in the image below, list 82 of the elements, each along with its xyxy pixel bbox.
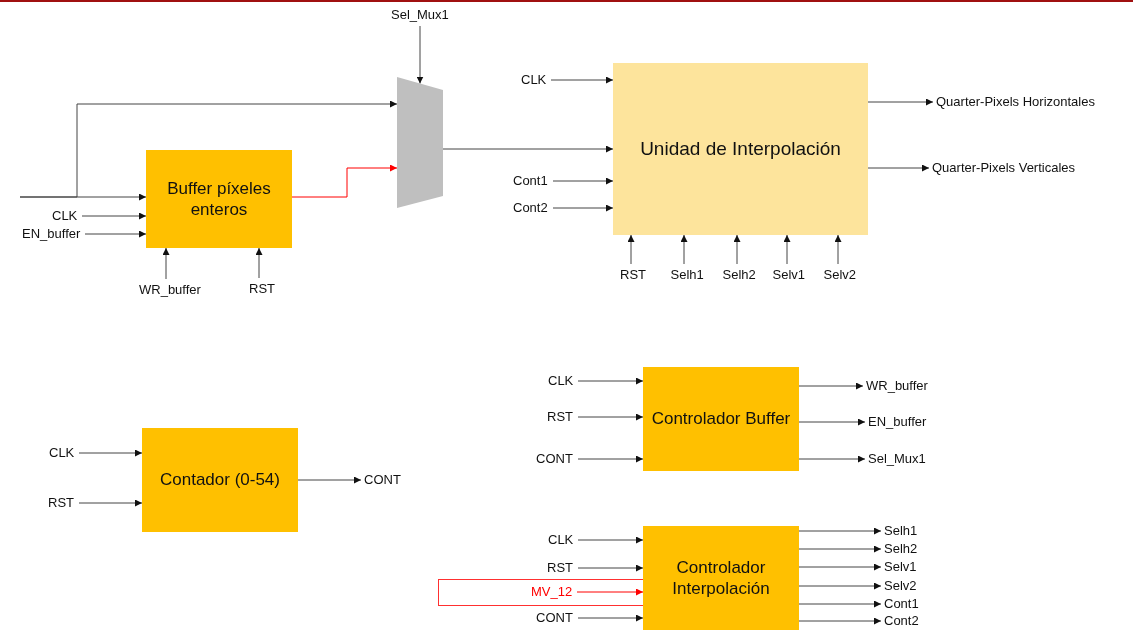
signal-arrow [834,234,842,265]
signal-label: EN_buffer [868,414,927,430]
signal-arrow [577,377,644,385]
signal-arrow [442,145,614,153]
signal-arrow [867,164,930,172]
signal-arrow [78,499,143,507]
signal-label: Quarter-Pixels Verticales [932,160,1076,176]
signal-label: Selv1 [772,267,806,283]
block-title: Controlador Interpolación [671,556,771,600]
signal-arrow [798,545,882,553]
signal-label: CLK [49,445,75,461]
signal-label: Cont1 [884,596,919,612]
signal-label: MV_12 [531,584,573,600]
signal-arrow [416,25,424,84]
signal-arrow [680,234,688,265]
signal-arrow [867,98,934,106]
signal-label: WR_buffer [139,282,201,298]
block-title: Buffer píxeles enteros [166,177,272,221]
signal-label: Sel_Mux1 [391,7,449,23]
signal-label: Sel_Mux1 [868,451,926,467]
signal-label: CONT [536,451,573,467]
signal-label: WR_buffer [866,378,928,394]
signal-arrow [627,234,635,265]
signal-arrow [255,247,263,279]
signal-arrow [550,76,614,84]
signal-label: Cont2 [513,200,548,216]
block-title: Unidad de Interpolación [639,137,842,161]
signal-arrow [19,100,398,198]
signal-arrow [733,234,741,265]
signal-label: Selh2 [884,541,918,557]
signal-label: RST [620,267,646,283]
signal-arrow [798,455,866,463]
signal-label: RST [249,281,275,297]
signal-arrow [798,418,866,426]
signal-label: CLK [521,72,547,88]
signal-label: Selv1 [884,559,917,575]
signal-label: CLK [52,208,78,224]
block-title: Contador (0-54) [159,469,281,491]
signal-arrow [78,449,143,457]
signal-label: RST [48,495,74,511]
signal-arrow [162,247,170,280]
signal-arrow [798,582,882,590]
signal-label: CONT [536,610,573,626]
signal-label: Quarter-Pixels Horizontales [936,94,1095,110]
signal-label: CLK [548,532,574,548]
signal-label: Selv2 [884,578,917,594]
signal-label: Selh1 [670,267,704,283]
signal-arrow [798,617,882,625]
process-block [142,428,298,532]
signal-label: Selv2 [823,267,857,283]
signal-arrow [798,600,882,608]
signal-arrow [577,614,644,622]
signal-label: CLK [548,373,574,389]
signal-label: Selh2 [722,267,756,283]
signal-arrow [576,588,644,596]
signal-arrow [577,564,644,572]
process-block [643,526,799,630]
multiplexer-shape [397,77,443,208]
signal-label: RST [547,560,573,576]
signal-label: Cont2 [884,613,919,629]
signal-label: RST [547,409,573,425]
process-block [643,367,799,471]
signal-arrow [297,476,362,484]
signal-label: CONT [364,472,401,488]
block-title: Controlador Buffer [650,408,792,430]
signal-arrow [552,204,614,212]
signal-label: Selh1 [884,523,918,539]
signal-arrow [798,563,882,571]
signal-arrow [577,536,644,544]
signal-arrow [84,230,147,238]
signal-arrow [81,212,147,220]
signal-label: EN_buffer [22,226,81,242]
signal-arrow [798,382,864,390]
signal-arrow [798,527,882,535]
process-block [613,63,868,235]
signal-arrow [291,164,398,198]
signal-label: Cont1 [513,173,548,189]
process-block [146,150,292,248]
signal-arrow [552,177,614,185]
signal-arrow [783,234,791,265]
signal-arrow [577,413,644,421]
signal-arrow [577,455,644,463]
